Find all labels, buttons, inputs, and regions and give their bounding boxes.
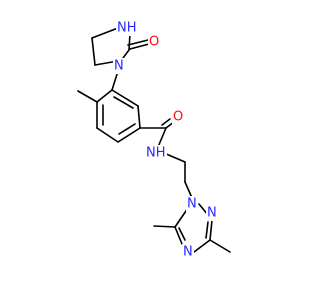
bond [96, 89, 113, 103]
bond [137, 105, 141, 129]
bond [129, 43, 150, 50]
bond [157, 127, 167, 148]
structure-canvas: NH O N O NH N N N [77, 20, 231, 260]
bond [174, 207, 189, 228]
atom-n-imidazolidinone-ring: N [114, 59, 124, 74]
atom-labels: NH O N O NH N N N [113, 20, 218, 260]
bond [122, 49, 130, 59]
bond [96, 127, 119, 143]
bond [111, 70, 119, 91]
bond [174, 226, 183, 245]
atom-o-amide: O [173, 110, 183, 125]
atom-n-amide-nh: NH [146, 146, 166, 161]
bond [91, 27, 119, 39]
bond [77, 90, 98, 103]
bond [193, 239, 211, 253]
atom-n-imidazolidinone-nh: NH [117, 21, 137, 36]
atom-n-triazole-4: N [183, 245, 193, 260]
bond [113, 96, 134, 109]
bond [127, 39, 149, 46]
atom-n-triazole-1: N [187, 197, 197, 212]
bond [91, 37, 96, 66]
bond [209, 239, 231, 253]
bond [117, 127, 141, 143]
bond [178, 227, 186, 241]
atom-o-imidazolidinone: O [149, 35, 159, 50]
bond [153, 225, 176, 228]
bond [161, 118, 171, 126]
bond [163, 152, 186, 163]
bond [111, 89, 139, 107]
bond [209, 219, 213, 241]
bond [184, 181, 193, 199]
bonds [77, 27, 231, 253]
atom-n-triazole-2: N [207, 206, 217, 221]
bond [205, 221, 209, 239]
bond [118, 123, 136, 135]
molecule-diagram: NH O N O NH N N N [77, 20, 231, 260]
